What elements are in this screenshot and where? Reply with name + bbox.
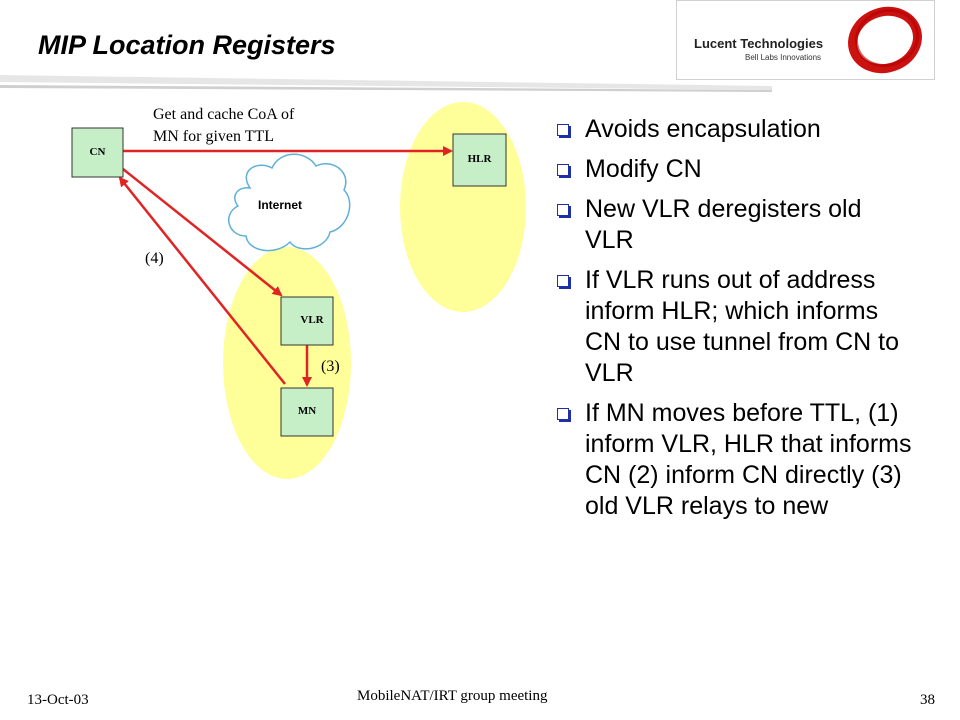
square-bullet-icon bbox=[557, 408, 569, 420]
square-bullet-icon bbox=[557, 164, 569, 176]
cn-label: CN bbox=[89, 146, 106, 158]
internet-cloud bbox=[228, 153, 351, 252]
arrow-cn-to-vlr bbox=[122, 168, 283, 297]
internet-label: Internet bbox=[258, 198, 303, 212]
mn-label: MN bbox=[297, 405, 317, 417]
cn-node bbox=[71, 127, 124, 178]
annotation-line-2: MN for given TTL bbox=[153, 128, 275, 145]
bullet-text: Avoids encapsulation bbox=[585, 115, 821, 143]
bullet-item: Avoids encapsulation bbox=[555, 114, 915, 145]
bullet-text: If MN moves before TTL, (1) inform VLR, … bbox=[585, 399, 912, 520]
vlr-label: VLR bbox=[300, 314, 324, 326]
bullet-text: Modify CN bbox=[585, 155, 702, 183]
hlr-node bbox=[452, 133, 507, 187]
annotation-line-1: Get and cache CoA of bbox=[153, 106, 295, 123]
title-underline bbox=[0, 75, 772, 92]
bullet-text: If VLR runs out of address inform HLR; w… bbox=[585, 266, 900, 387]
square-bullet-icon bbox=[557, 204, 569, 216]
bullet-item: New VLR deregisters old VLR bbox=[555, 194, 915, 256]
bullet-item: If MN moves before TTL, (1) inform VLR, … bbox=[555, 398, 915, 522]
lucent-logo-icon bbox=[848, 6, 922, 74]
arrow-mn-to-cn bbox=[118, 176, 286, 385]
page-number: 38 bbox=[920, 692, 935, 708]
slide-title: MIP Location Registers bbox=[38, 30, 336, 60]
hlr-label: HLR bbox=[467, 153, 492, 165]
square-bullet-icon bbox=[557, 124, 569, 136]
vlr-node bbox=[280, 296, 334, 346]
bullet-list: Avoids encapsulation Modify CN New VLR d… bbox=[555, 114, 915, 531]
mn-node bbox=[280, 387, 334, 437]
footer-title: MobileNAT/IRT group meeting bbox=[357, 688, 548, 704]
bullet-text: New VLR deregisters old VLR bbox=[585, 195, 862, 254]
footer-date: 13-Oct-03 bbox=[27, 692, 89, 708]
brand-name: Lucent Technologies bbox=[694, 36, 824, 51]
bullet-item: If VLR runs out of address inform HLR; w… bbox=[555, 265, 915, 389]
bullet-item: Modify CN bbox=[555, 154, 915, 185]
brand-tagline: Bell Labs Innovations bbox=[745, 53, 822, 62]
step-3-label: (3) bbox=[321, 358, 340, 375]
step-4-label: (4) bbox=[145, 250, 164, 267]
square-bullet-icon bbox=[557, 275, 569, 287]
